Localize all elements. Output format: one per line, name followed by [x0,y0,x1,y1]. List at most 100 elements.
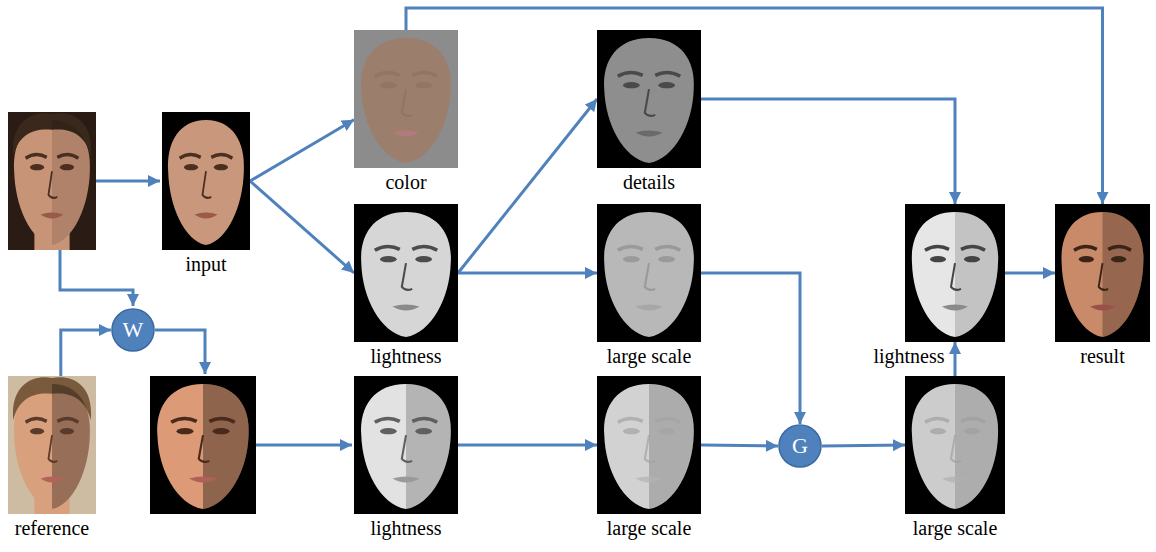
face-shape [14,384,90,509]
image-caption: large scale [607,345,692,368]
face-features [375,73,437,137]
input-image: input [162,112,250,250]
crop-arrow [96,180,160,183]
image-caption: input [185,253,226,276]
image-ground [8,112,96,250]
flow-arrow [458,99,597,273]
face-image [597,204,701,342]
mouth [41,477,64,483]
mouth [392,305,419,311]
nose [202,171,211,198]
eye [214,164,228,170]
eye [415,256,432,262]
image-ground [354,204,458,342]
face-shape [604,212,694,337]
face-image [597,376,701,514]
eye [415,428,432,434]
face-image [162,112,250,250]
nose [951,435,961,462]
original-photo [8,112,96,250]
face-features [375,247,437,311]
reference-image: reference [8,376,96,514]
mouth [189,477,217,483]
image-caption: result [1080,345,1124,368]
nose [48,435,57,462]
eye [964,428,980,434]
face-features [375,419,437,483]
eyebrows [26,155,79,159]
nose [645,435,655,462]
shading [406,384,451,509]
face-features [1074,247,1131,311]
gradient-operator: G [778,424,822,468]
image-caption: lightness [370,517,441,540]
mouth [41,213,64,219]
image-caption: large scale [607,517,692,540]
mouth [195,213,218,219]
face-shape [604,384,694,509]
lightness-image: lightness [905,204,1005,342]
flow-arrow [701,99,955,204]
flow-arrow [458,272,597,275]
face-shape [361,384,451,509]
image-ground [162,112,250,250]
image-ground [597,376,701,514]
face-shape [14,120,90,245]
image-caption: details [623,171,675,194]
detail-layer-image: details [597,30,701,168]
face-image [354,204,458,342]
eyebrows [180,155,233,159]
flow-arrow [250,181,354,273]
face-shape [157,384,249,509]
shading [52,120,90,245]
shading [52,384,90,509]
image-ground [597,204,701,342]
nose [402,435,412,462]
mouth [635,477,662,483]
flow-arrow [458,444,597,447]
eyebrows [618,73,680,77]
face-image [354,376,458,514]
flow-arrow [250,120,354,181]
shading [955,212,998,337]
face-shape [912,212,998,337]
eyebrows [26,419,79,423]
face-shape [361,38,451,163]
eye [184,164,198,170]
nose [48,171,57,198]
eyebrows [1074,247,1131,251]
eye [623,428,640,434]
eye [1111,256,1126,262]
nose [402,263,412,290]
warped-reference-image [150,376,256,514]
nose [402,89,412,116]
image-ground [1055,204,1150,342]
image-ground [354,30,458,168]
face-features [171,419,235,483]
eye [658,256,675,262]
face-shape [168,120,244,245]
image-caption: large scale [913,517,998,540]
lightness-image: lightness [354,376,458,514]
image-ground [597,30,701,168]
image-ground [150,376,256,514]
face-features [618,419,680,483]
shading [1103,212,1144,337]
eye [30,164,44,170]
face-features [180,155,233,219]
flow-arrow [701,445,778,446]
nose [1099,263,1109,290]
eye [177,428,194,434]
eye [623,256,640,262]
circle-fill [112,309,154,351]
operator-symbol: G [778,424,822,468]
eye [1079,256,1094,262]
eyebrows [618,247,680,251]
image-ground [905,376,1005,514]
eyebrows [375,73,437,77]
lightness-image: lightness [354,204,458,342]
face-shape [361,212,451,337]
face-image [1055,204,1150,342]
eye [415,82,432,88]
face-image [597,30,701,168]
